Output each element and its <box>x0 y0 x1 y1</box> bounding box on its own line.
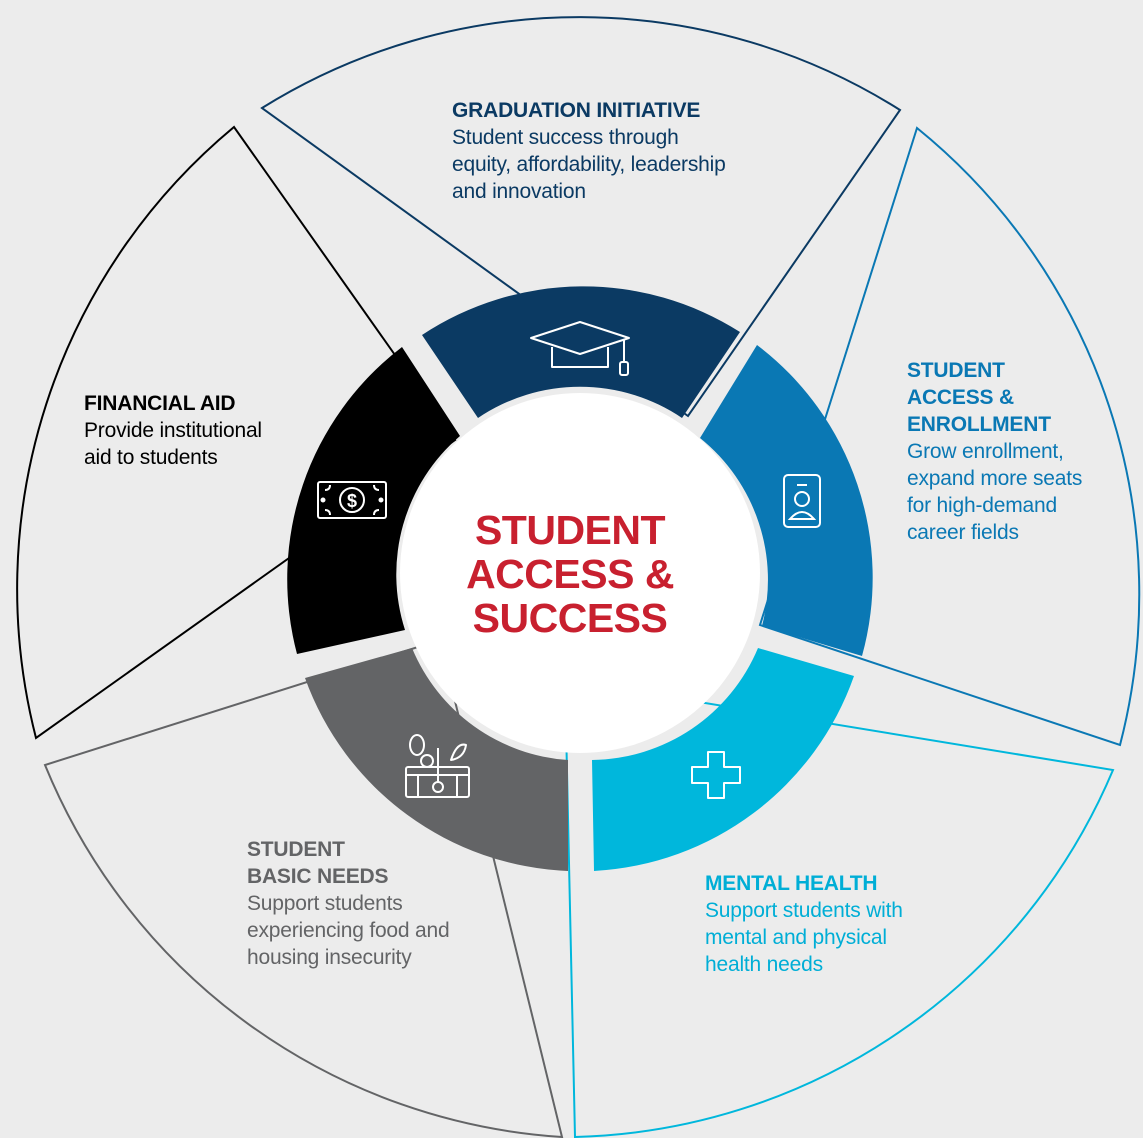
segment-desc-line: Support students with <box>705 899 903 922</box>
segment-title: STUDENT <box>247 838 345 861</box>
segment-desc-line: Support students <box>247 892 403 915</box>
segment-desc-line: Grow enrollment, <box>907 440 1064 463</box>
center-title-line: STUDENT <box>474 507 666 553</box>
graduation-cap-icon <box>530 321 630 376</box>
label-mental-health: MENTAL HEALTH Support students with ment… <box>705 870 903 978</box>
grocery-basket-icon <box>405 734 470 798</box>
dollar-sign-glyph: $ <box>347 491 357 511</box>
center-title: STUDENT ACCESS & SUCCESS <box>440 508 700 640</box>
segment-title: FINANCIAL AID <box>84 392 236 415</box>
ring-segment-student-basic-needs <box>305 648 568 871</box>
label-student-basic-needs: STUDENT BASIC NEEDS Support students exp… <box>247 836 450 971</box>
center-circle <box>400 393 760 753</box>
outer-wedge-financial-aid <box>16 125 457 740</box>
segment-desc-line: Provide institutional <box>84 419 262 442</box>
segment-desc-line: mental and physical <box>705 926 887 949</box>
segment-desc-line: for high-demand <box>907 494 1057 517</box>
medical-cross-icon <box>691 751 741 799</box>
segment-title: ENROLLMENT <box>907 413 1051 436</box>
inner-ring <box>287 286 873 871</box>
center-title-line: SUCCESS <box>472 595 668 641</box>
segment-title: ACCESS & <box>907 386 1014 409</box>
label-student-access-enrollment: STUDENT ACCESS & ENROLLMENT Grow enrollm… <box>907 357 1082 546</box>
segment-desc-line: expand more seats <box>907 467 1083 490</box>
segment-desc-line: housing insecurity <box>247 946 412 969</box>
segment-title: MENTAL HEALTH <box>705 872 878 895</box>
label-graduation-initiative: GRADUATION INITIATIVE Student success th… <box>452 97 726 205</box>
segment-desc-line: health needs <box>705 953 823 976</box>
segment-desc-line: career fields <box>907 521 1019 544</box>
money-bill-icon <box>317 481 387 519</box>
segment-title: GRADUATION INITIATIVE <box>452 99 701 122</box>
segment-desc-line: aid to students <box>84 446 218 469</box>
id-badge-icon <box>783 474 821 528</box>
segment-desc-line: equity, affordability, leadership <box>452 153 726 176</box>
center-title-line: ACCESS & <box>466 551 674 597</box>
segment-desc-line: experiencing food and <box>247 919 450 942</box>
segment-desc-line: and innovation <box>452 180 586 203</box>
segment-title: STUDENT <box>907 359 1005 382</box>
label-financial-aid: FINANCIAL AID Provide institutional aid … <box>84 390 262 471</box>
ring-segment-student-access-enrollment <box>700 345 873 656</box>
ring-segment-financial-aid <box>287 347 460 654</box>
segment-desc-line: Student success through <box>452 126 679 149</box>
segment-title: BASIC NEEDS <box>247 865 389 888</box>
outer-wedge-graduation-initiative <box>260 16 902 418</box>
ring-segment-graduation-initiative <box>422 286 740 418</box>
